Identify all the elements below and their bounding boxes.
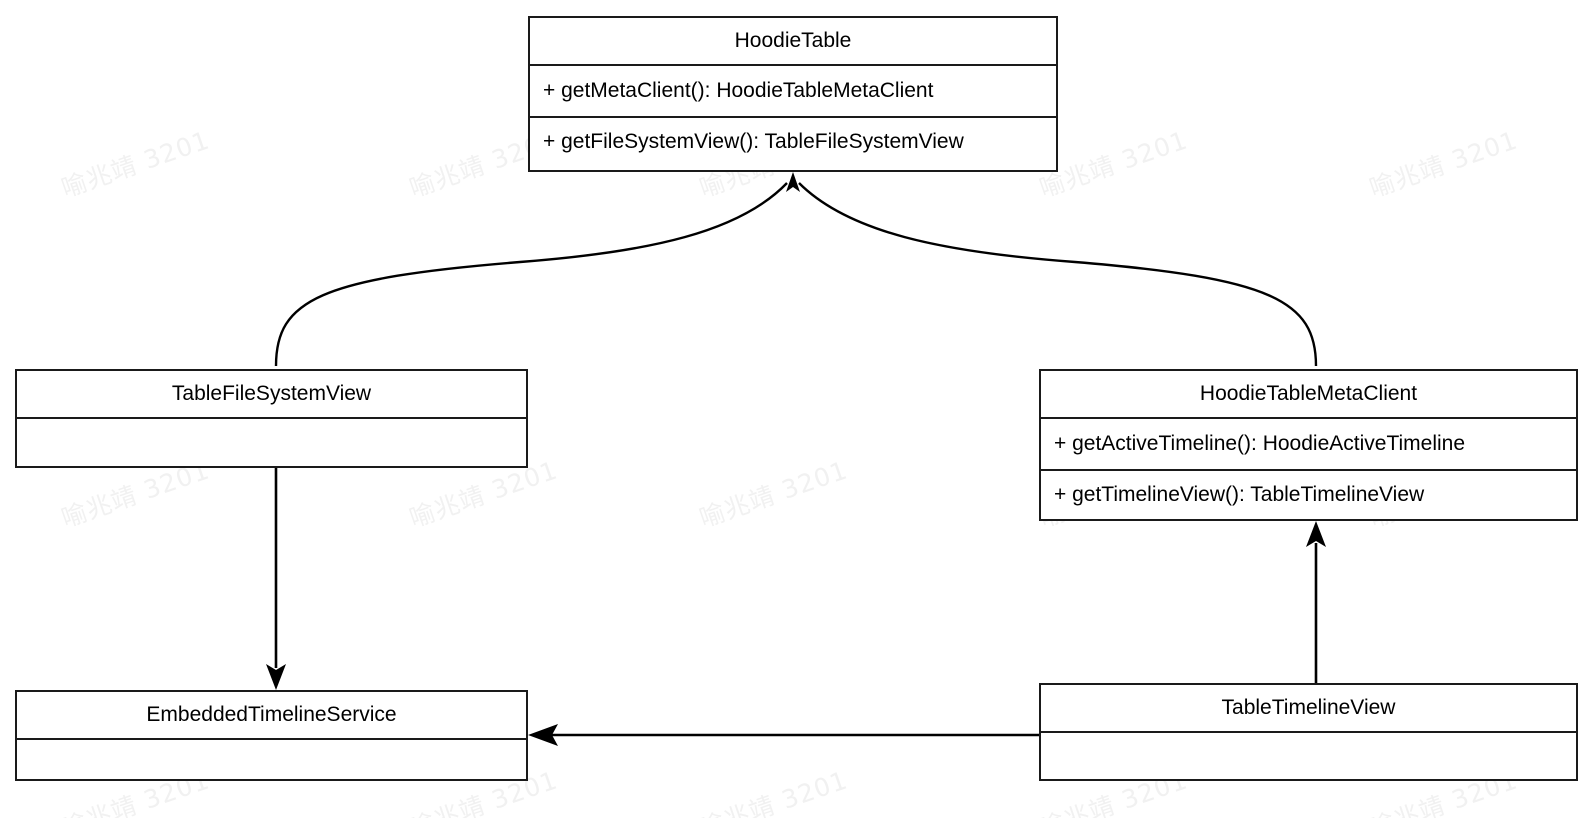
class-box-hoodie-table-meta-client[interactable]: HoodieTableMetaClient + getActiveTimeline…	[1039, 369, 1578, 521]
class-name-embedded-timeline-service: EmbeddedTimelineService	[17, 692, 526, 740]
class-operation: + getActiveTimeline(): HoodieActiveTimel…	[1054, 432, 1466, 455]
class-operations-table-file-system-view	[17, 419, 526, 514]
class-operation: + getFileSystemView(): TableFileSystemVi…	[530, 116, 1056, 166]
class-box-hoodie-table[interactable]: HoodieTable+ getMetaClient(): HoodieTabl…	[528, 16, 1058, 172]
class-operations-embedded-timeline-service	[17, 740, 526, 818]
class-name-hoodie-table-meta-client: HoodieTableMetaClient	[1041, 371, 1576, 419]
relationship-tfsv-to-hoodietable	[274, 172, 800, 367]
relationship-ttv-to-htmc	[1306, 521, 1326, 683]
class-operations-table-timeline-view	[1041, 733, 1576, 818]
class-name-hoodie-table: HoodieTable	[530, 18, 1056, 66]
class-operation: + getTimelineView(): TableTimelineView	[1041, 469, 1576, 519]
class-name-table-timeline-view: TableTimelineView	[1041, 685, 1576, 733]
relationship-ttv-to-ets	[528, 724, 1039, 746]
class-name-table-file-system-view: TableFileSystemView	[17, 371, 526, 419]
class-operations-hoodie-table: + getMetaClient(): HoodieTableMetaClient…	[530, 66, 1056, 166]
class-box-embedded-timeline-service[interactable]: EmbeddedTimelineService	[15, 690, 528, 781]
class-operation: + getMetaClient(): HoodieTableMetaClient	[543, 79, 934, 102]
relationship-tfsv-to-ets	[266, 468, 286, 690]
relationship-htmc-to-hoodietable	[798, 182, 1318, 367]
class-box-table-timeline-view[interactable]: TableTimelineView	[1039, 683, 1578, 781]
class-operations-hoodie-table-meta-client: + getActiveTimeline(): HoodieActiveTimel…	[1041, 419, 1576, 519]
class-box-table-file-system-view[interactable]: TableFileSystemView	[15, 369, 528, 468]
